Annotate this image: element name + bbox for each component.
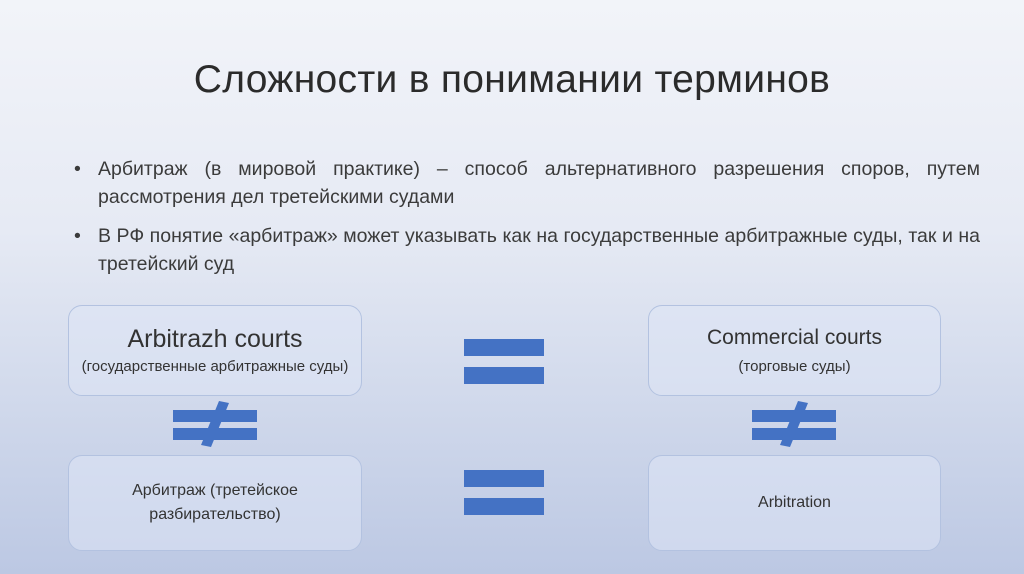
arbitrazh-courts-box: Arbitrazh courts (государственные арбитр… (68, 305, 362, 396)
box-title: Arbitration (758, 494, 831, 511)
not-equal-icon (173, 401, 257, 447)
box-title: Arbitrazh courts (127, 324, 303, 353)
bullet-marker: • (74, 225, 81, 247)
arbitration-en-box: Arbitration (648, 455, 941, 551)
box-title: Арбитраж (третейское разбирательство) (132, 482, 298, 523)
equals-bar-top (464, 339, 544, 356)
box-title: Commercial courts (706, 325, 883, 349)
bullet-item: • Арбитраж (в мировой практике) – способ… (72, 155, 980, 211)
bullet-item: • В РФ понятие «арбитраж» может указыват… (72, 222, 980, 278)
bullet-list: • Арбитраж (в мировой практике) – способ… (72, 155, 980, 289)
commercial-courts-box: Commercial courts (торговые суды) (648, 305, 941, 396)
equals-icon (464, 339, 544, 386)
not-equal-icon (752, 401, 836, 447)
equals-icon (464, 470, 544, 517)
bullet-text: В РФ понятие «арбитраж» может указывать … (98, 225, 980, 275)
equals-bar-bottom (464, 498, 544, 515)
bullet-marker: • (74, 158, 81, 180)
arbitration-ru-box: Арбитраж (третейское разбирательство) (68, 455, 362, 551)
slide-title: Сложности в понимании терминов (193, 58, 831, 101)
box-subtitle: (торговые суды) (738, 357, 851, 375)
box-subtitle: (государственные арбитражные суды) (81, 357, 349, 375)
equals-bar-top (464, 470, 544, 487)
bullet-text: Арбитраж (в мировой практике) – способ а… (98, 158, 980, 208)
equals-bar-bottom (464, 367, 544, 384)
